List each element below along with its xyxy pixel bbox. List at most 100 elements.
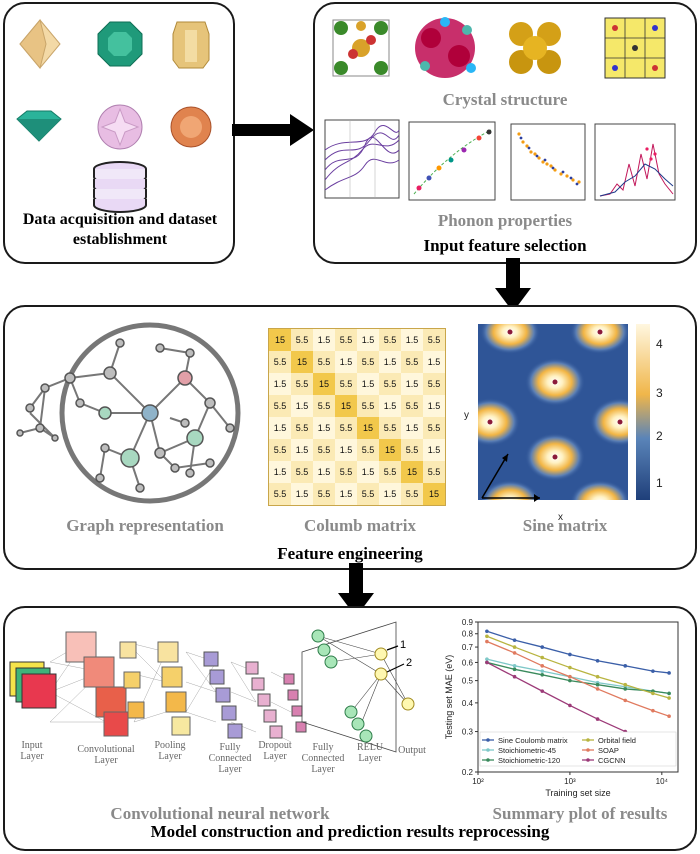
matrix-cell: 5.5 bbox=[401, 395, 423, 417]
legend-marker bbox=[586, 738, 590, 742]
down-arrow-icon bbox=[495, 258, 531, 312]
matrix-cell: 1.5 bbox=[335, 483, 357, 505]
series-line bbox=[486, 630, 670, 674]
sine-y-axis-label: y bbox=[464, 410, 469, 421]
matrix-cell: 5.5 bbox=[313, 395, 335, 417]
data-point bbox=[485, 660, 489, 665]
data-point bbox=[568, 674, 572, 679]
matrix-cell: 5.5 bbox=[291, 461, 313, 483]
feature-engineering-title: Feature engineering bbox=[277, 544, 423, 563]
crystal-structure-icon bbox=[415, 17, 476, 78]
cnn-diagram: 1 2 bbox=[9, 621, 415, 753]
x-tick-label: 10⁴ bbox=[656, 777, 669, 786]
matrix-cell: 1.5 bbox=[313, 329, 335, 351]
data-point bbox=[512, 664, 517, 668]
matrix-cell: 5.5 bbox=[269, 483, 291, 505]
matrix-cell: 1.5 bbox=[269, 373, 291, 395]
columb-matrix-caption: Columb matrix bbox=[304, 516, 416, 535]
legend-label: SOAP bbox=[598, 746, 619, 755]
data-point bbox=[651, 669, 655, 673]
data-point bbox=[595, 658, 600, 663]
matrix-cell: 15 bbox=[291, 351, 313, 373]
octahedron-gem-icon bbox=[19, 18, 61, 70]
crystal-structure-icon bbox=[604, 17, 666, 79]
legend-marker bbox=[586, 758, 590, 762]
x-tick-label: 10³ bbox=[564, 777, 576, 786]
cnn-caption: Convolutional neural network bbox=[110, 804, 330, 823]
colorbar-tick: 1 bbox=[656, 476, 663, 490]
matrix-cell: 5.5 bbox=[401, 439, 423, 461]
phonon-scatter-plot bbox=[408, 121, 496, 201]
phonon-dos-plot bbox=[594, 123, 676, 201]
matrix-cell: 5.5 bbox=[379, 329, 401, 351]
data-point bbox=[540, 664, 545, 668]
y-tick-label: 0.7 bbox=[462, 643, 474, 652]
matrix-cell: 5.5 bbox=[291, 329, 313, 351]
data-point bbox=[540, 689, 545, 693]
data-point bbox=[568, 665, 572, 670]
matrix-cell: 1.5 bbox=[269, 461, 291, 483]
matrix-cell: 5.5 bbox=[357, 483, 379, 505]
gem-icons bbox=[16, 18, 212, 213]
legend-marker bbox=[486, 738, 490, 742]
legend-label: Sine Coulomb matrix bbox=[498, 736, 568, 745]
matrix-cell: 1.5 bbox=[401, 373, 423, 395]
layer-label: Dropout Layer bbox=[258, 740, 292, 762]
model-construction-title: Model construction and prediction result… bbox=[150, 822, 550, 841]
matrix-cell: 5.5 bbox=[401, 483, 423, 505]
sine-x-axis-label: x bbox=[558, 512, 563, 523]
data-point bbox=[485, 639, 489, 644]
matrix-cell: 5.5 bbox=[379, 461, 401, 483]
matrix-cell: 5.5 bbox=[269, 439, 291, 461]
data-point bbox=[485, 657, 489, 661]
matrix-cell: 1.5 bbox=[423, 351, 445, 373]
data-point bbox=[512, 667, 517, 672]
matrix-cell: 1.5 bbox=[291, 395, 313, 417]
data-point bbox=[667, 714, 671, 718]
matrix-cell: 5.5 bbox=[423, 461, 445, 483]
x-axis-label: Training set size bbox=[545, 788, 610, 798]
data-point bbox=[667, 696, 671, 700]
layer-label: Fully Connected Layer bbox=[208, 742, 252, 775]
data-point bbox=[651, 691, 655, 696]
colorbar-tick: 4 bbox=[656, 337, 663, 351]
matrix-cell: 1.5 bbox=[313, 417, 335, 439]
sine-matrix-caption: Sine matrix bbox=[522, 516, 608, 535]
down-arrow-icon bbox=[338, 563, 374, 617]
matrix-cell: 1.5 bbox=[401, 417, 423, 439]
layer-label: Pooling Layer bbox=[154, 740, 186, 762]
matrix-cell: 1.5 bbox=[357, 329, 379, 351]
matrix-cell: 5.5 bbox=[313, 439, 335, 461]
matrix-cell: 5.5 bbox=[313, 351, 335, 373]
data-point bbox=[540, 669, 545, 673]
matrix-cell: 5.5 bbox=[423, 329, 445, 351]
layer-label: RELU Layer bbox=[356, 742, 384, 764]
matrix-cell: 5.5 bbox=[313, 483, 335, 505]
matrix-cell: 15 bbox=[401, 461, 423, 483]
graph-representation-figure bbox=[16, 322, 241, 504]
emerald-gem-icon bbox=[97, 21, 143, 67]
y-tick-label: 0.2 bbox=[462, 768, 474, 777]
y-tick-label: 0.9 bbox=[462, 618, 474, 627]
phonon-lifetime-plot bbox=[510, 123, 586, 201]
matrix-cell: 5.5 bbox=[269, 395, 291, 417]
data-point bbox=[595, 682, 600, 687]
data-acquisition-caption: Data acquisition and dataset establishme… bbox=[22, 211, 218, 248]
matrix-cell: 1.5 bbox=[291, 483, 313, 505]
data-point bbox=[651, 708, 655, 713]
data-point bbox=[667, 671, 671, 675]
data-point bbox=[623, 698, 628, 703]
phonon-properties-caption: Phonon properties bbox=[437, 211, 573, 230]
matrix-cell: 1.5 bbox=[269, 417, 291, 439]
legend-label: Orbital field bbox=[598, 736, 636, 745]
data-point bbox=[667, 691, 671, 696]
matrix-cell: 1.5 bbox=[423, 439, 445, 461]
data-point bbox=[568, 703, 572, 708]
matrix-cell: 15 bbox=[335, 395, 357, 417]
matrix-cell: 1.5 bbox=[379, 483, 401, 505]
matrix-cell: 5.5 bbox=[291, 417, 313, 439]
data-point bbox=[540, 673, 545, 677]
crystal-and-phonon-figures bbox=[324, 17, 676, 201]
